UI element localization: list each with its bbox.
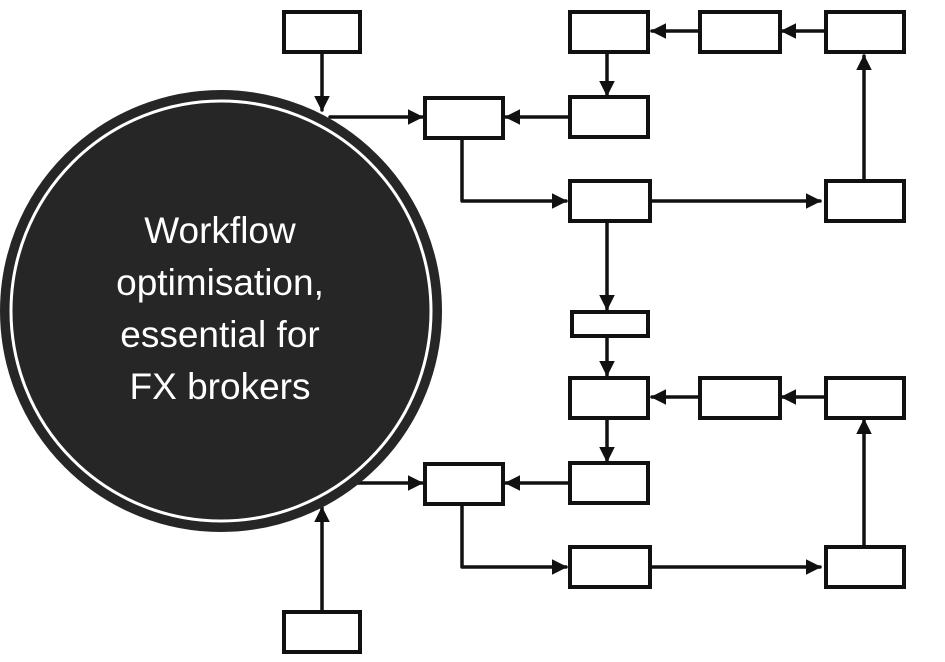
box-d1 (824, 179, 906, 223)
box-start-bottom (282, 610, 362, 654)
box-e1 (824, 10, 906, 54)
title-line-2: optimisation, (116, 262, 324, 303)
box-b1 (568, 95, 650, 139)
box-mid (570, 310, 650, 338)
title-line-3: essential for (120, 314, 320, 355)
title-line-4: FX brokers (129, 366, 311, 407)
edge-a1-to-c1 (460, 136, 568, 209)
edge-a2-to-c2 (460, 502, 568, 575)
box-g1 (568, 10, 650, 54)
central-circle (0, 90, 442, 532)
box-g2 (568, 376, 650, 420)
box-e2 (824, 376, 906, 420)
box-a2 (423, 462, 505, 506)
box-b2 (568, 461, 650, 505)
box-d2 (824, 545, 906, 589)
box-start-top (282, 10, 362, 54)
nodes (282, 10, 906, 654)
box-f1 (698, 10, 782, 54)
edges (314, 23, 872, 614)
title-line-1: Workflow (144, 210, 296, 251)
box-c2 (568, 545, 652, 589)
box-c1 (568, 179, 652, 223)
box-f2 (698, 376, 782, 420)
box-a1 (423, 96, 505, 140)
central-circle-ring (9, 99, 433, 523)
circle-title: Workflow optimisation, essential for FX … (60, 205, 380, 413)
